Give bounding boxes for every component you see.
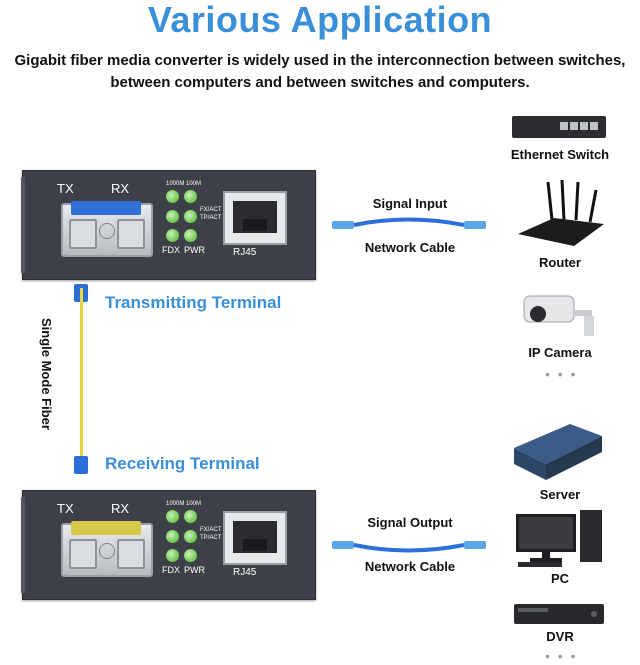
ip-camera-icon <box>523 295 594 336</box>
pwr-label: PWR <box>184 245 205 255</box>
ip-camera-label: IP Camera <box>528 345 592 360</box>
dvr: DVR <box>480 628 640 646</box>
led-100m <box>184 190 197 203</box>
network-cable-top-label: Network Cable <box>364 240 456 255</box>
fiber-port-rx <box>117 539 145 569</box>
ethernet-switch-icon <box>512 116 606 138</box>
brand-logo-icon <box>99 543 115 559</box>
fdx-label: FDX <box>162 245 180 255</box>
signal-output-label: Signal Output <box>367 515 453 530</box>
led-tp-act <box>184 530 197 543</box>
sfp-module <box>61 521 153 577</box>
ip-camera: IP Camera <box>480 344 640 362</box>
ethernet-switch: Ethernet Switch <box>480 146 640 164</box>
led-fx-act <box>166 210 179 223</box>
fdx-label: FDX <box>162 565 180 575</box>
router: Router <box>480 254 640 272</box>
rx-label: RX <box>111 181 130 196</box>
subtitle-line-1: Gigabit fiber media converter is widely … <box>14 52 626 69</box>
tx-label: TX <box>57 181 74 196</box>
sfp-latch <box>71 521 141 535</box>
led-1000m-label: 1000M <box>166 501 185 507</box>
rj45-port <box>223 191 287 245</box>
led-fdx <box>166 229 179 242</box>
led-tp-act-label: TP/ACT <box>200 215 222 221</box>
led-tp-act-label: TP/ACT <box>200 535 222 541</box>
dvr-label: DVR <box>546 629 574 644</box>
network-cable-top-icon <box>332 217 486 229</box>
single-mode-fiber-label: Single Mode Fiber <box>39 318 54 430</box>
router-label: Router <box>539 255 581 270</box>
more-devices-top: • • • <box>545 366 578 382</box>
led-panel: 1000M 100M FX/ACT TP/ACT FDX PWR <box>162 501 221 581</box>
subtitle-line-2: between computers and between switches a… <box>110 74 530 91</box>
led-100m <box>184 510 197 523</box>
server-label: Server <box>539 487 581 502</box>
pc-icon <box>516 510 602 567</box>
network-cable-bottom-label: Network Cable <box>364 559 456 574</box>
led-1000m-label: 1000M <box>166 181 185 187</box>
led-1000m <box>166 510 179 523</box>
dvr-icon <box>514 604 604 624</box>
server: Server <box>480 486 640 504</box>
converter-receiving: TX RX 1000M 100M FX/ACT TP/ACT FDX PWR R… <box>21 490 316 600</box>
pwr-label: PWR <box>184 565 205 575</box>
led-100m-label: 100M <box>186 181 202 187</box>
receiving-terminal-label: Receiving Terminal <box>105 454 260 473</box>
server-icon <box>514 424 602 480</box>
pc-label: PC <box>550 571 570 586</box>
converter-transmitting: TX RX 1000M 100M FX/ACT TP/ACT FDX PWR R… <box>21 170 316 280</box>
led-fx-act-label: FX/ACT <box>200 527 222 533</box>
sfp-latch <box>71 201 141 215</box>
rj45-label: RJ45 <box>233 567 257 578</box>
page-title: Various Application <box>147 0 493 40</box>
rx-label: RX <box>111 501 130 516</box>
router-icon <box>518 180 604 246</box>
rj45-port <box>223 511 287 565</box>
page-subtitle: Gigabit fiber media converter is widely … <box>0 50 640 94</box>
rj45-label: RJ45 <box>233 247 257 258</box>
led-fdx <box>166 549 179 562</box>
ethernet-switch-label: Ethernet Switch <box>510 147 610 162</box>
fiber-line <box>80 288 83 458</box>
led-fx-act <box>166 530 179 543</box>
led-tp-act <box>184 210 197 223</box>
led-pwr <box>184 229 197 242</box>
brand-logo-icon <box>99 223 115 239</box>
fiber-connector-bottom-icon <box>74 456 88 474</box>
signal-input-label: Signal Input <box>372 196 448 211</box>
fiber-port-tx <box>69 219 97 249</box>
led-100m-label: 100M <box>186 501 202 507</box>
led-1000m <box>166 190 179 203</box>
fiber-port-tx <box>69 539 97 569</box>
led-pwr <box>184 549 197 562</box>
network-cable-bottom-icon <box>332 541 486 553</box>
sfp-module <box>61 201 153 257</box>
tx-label: TX <box>57 501 74 516</box>
led-panel: 1000M 100M FX/ACT TP/ACT FDX PWR <box>162 181 221 261</box>
more-devices-bottom: • • • <box>545 648 578 664</box>
fiber-port-rx <box>117 219 145 249</box>
transmitting-terminal-label: Transmitting Terminal <box>105 293 282 312</box>
led-fx-act-label: FX/ACT <box>200 207 222 213</box>
pc: PC <box>480 570 640 588</box>
